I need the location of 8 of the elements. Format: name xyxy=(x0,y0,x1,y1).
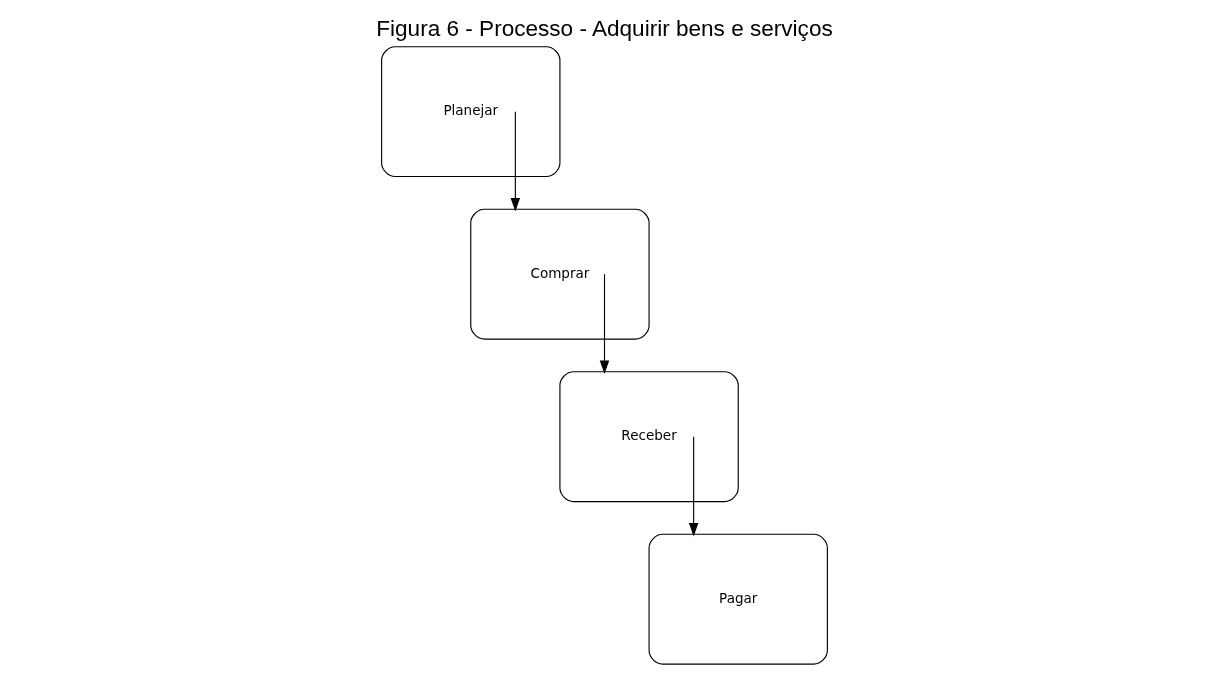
node-box: Pagar xyxy=(648,533,828,665)
arrow xyxy=(510,111,520,212)
node-box: Planejar xyxy=(380,46,560,178)
arrow xyxy=(688,436,698,537)
node-box: Receber xyxy=(558,371,739,503)
arrow xyxy=(599,273,609,375)
node-box: Comprar xyxy=(469,208,650,340)
diagram-title: Figura 6 - Processo - Adquirir bens e serviços xyxy=(375,15,833,41)
